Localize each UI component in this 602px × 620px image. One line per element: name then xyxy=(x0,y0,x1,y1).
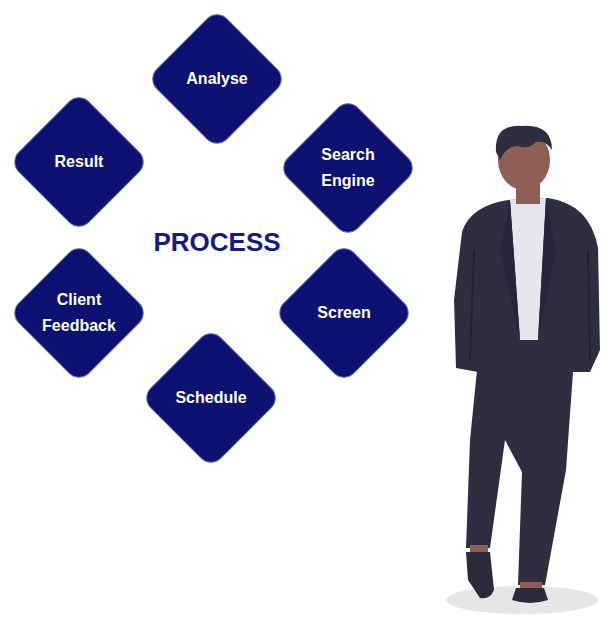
process-label: Schedule xyxy=(161,385,261,411)
diamond-content: Screen xyxy=(274,243,414,383)
hair xyxy=(496,126,552,160)
jacket xyxy=(454,198,600,380)
process-label: Analyse xyxy=(167,66,267,92)
diamond-outline xyxy=(147,9,287,149)
diamond-content: Result xyxy=(9,92,149,232)
process-label: Screen xyxy=(294,300,394,326)
shoe xyxy=(466,552,494,598)
diagram-title: PROCESS xyxy=(153,227,280,258)
diamond-content: Analyse xyxy=(147,9,287,149)
diamond-shape xyxy=(9,243,149,383)
arm-line xyxy=(470,250,474,360)
diamond-content: Search Engine xyxy=(278,98,418,238)
process-diamond: Client Feedback xyxy=(9,243,149,383)
diamond-content: Client Feedback xyxy=(9,243,149,383)
diamond-outline xyxy=(141,328,281,468)
process-diamond: Search Engine xyxy=(278,98,418,238)
process-diamond: Result xyxy=(9,92,149,232)
trousers xyxy=(466,358,574,585)
shoe xyxy=(512,588,548,603)
diamond-outline xyxy=(274,243,414,383)
process-diamond: Analyse xyxy=(147,9,287,149)
process-label: Client Feedback xyxy=(29,287,129,339)
diamond-outline xyxy=(9,92,149,232)
arm-line xyxy=(588,250,590,360)
diamond-outline xyxy=(9,243,149,383)
process-label: Result xyxy=(29,149,129,175)
process-diamond: Schedule xyxy=(141,328,281,468)
floor-shadow xyxy=(446,586,598,614)
diamond-outline xyxy=(278,98,418,238)
lapel xyxy=(500,200,520,340)
process-diamond: Screen xyxy=(274,243,414,383)
diamond-shape xyxy=(278,98,418,238)
lapel xyxy=(538,198,556,340)
process-label: Search Engine xyxy=(298,142,398,194)
diamond-content: Schedule xyxy=(141,328,281,468)
